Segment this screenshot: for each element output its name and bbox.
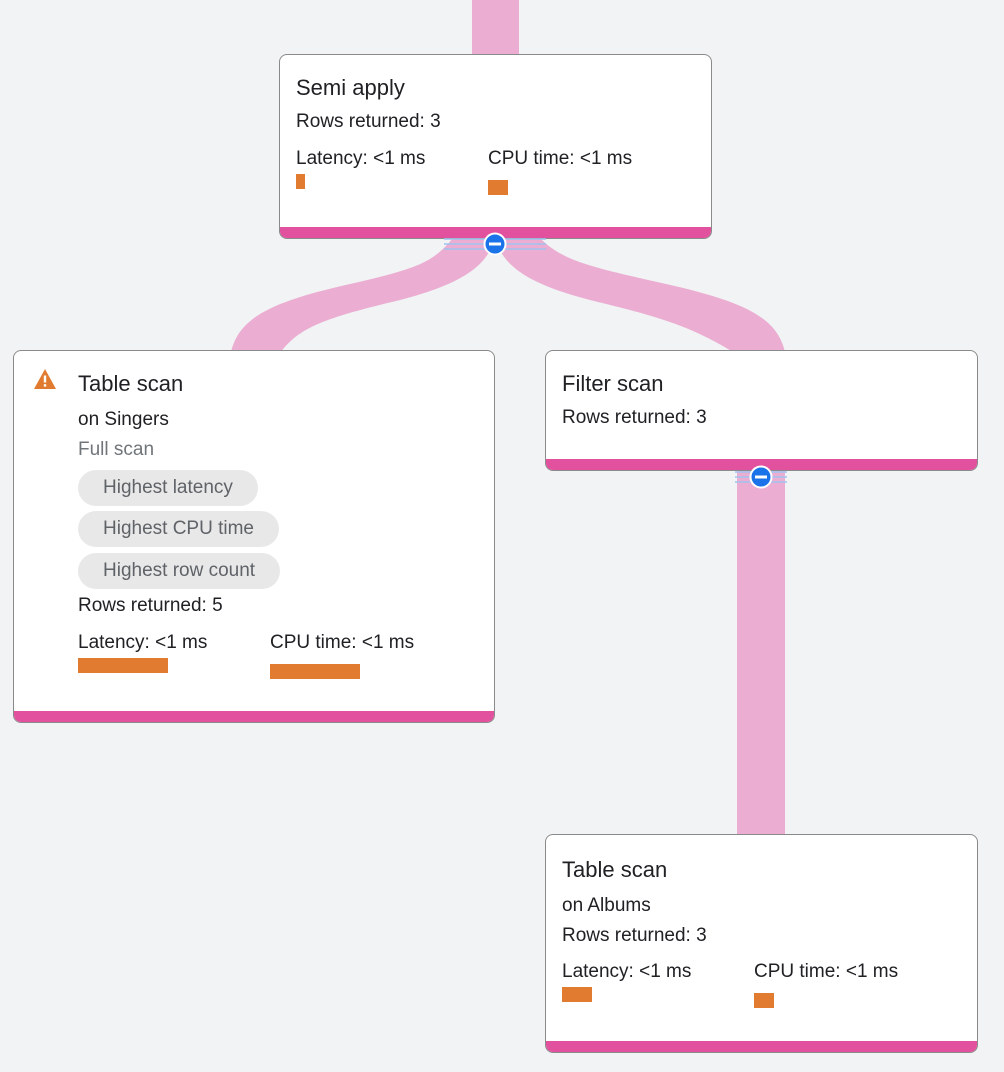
- chip-highest-latency: Highest latency: [78, 470, 258, 506]
- warning-triangle-icon: [34, 369, 56, 389]
- node-table-scan-albums[interactable]: Table scan on Albums Rows returned: 3 La…: [545, 834, 978, 1053]
- chip-highest-cpu-time: Highest CPU time: [78, 511, 279, 547]
- rows-returned: Rows returned: 5: [78, 595, 223, 616]
- node-accent-bar: [546, 1041, 977, 1052]
- cpu-time-label: CPU time: <1 ms: [270, 632, 415, 653]
- latency-bar: [296, 174, 305, 189]
- rows-returned: Rows returned: 3: [296, 111, 441, 132]
- rows-returned: Rows returned: 3: [562, 407, 707, 428]
- cpu-time-label: CPU time: <1 ms: [488, 148, 633, 169]
- chip-highest-row-count: Highest row count: [78, 553, 281, 589]
- node-accent-bar: [14, 711, 494, 722]
- node-filter-scan[interactable]: Filter scan Rows returned: 3: [545, 350, 978, 471]
- scan-type: Full scan: [78, 439, 155, 460]
- node-title: Filter scan: [562, 371, 664, 396]
- cpu-time-label: CPU time: <1 ms: [754, 961, 899, 982]
- edge-incoming: [472, 0, 519, 56]
- node-semi-apply[interactable]: Semi apply Rows returned: 3 Latency: <1 …: [279, 54, 712, 239]
- node-table-scan-singers[interactable]: Table scan on Singers Full scan Highest …: [13, 350, 495, 723]
- node-accent-bar: [280, 227, 711, 238]
- node-title: Semi apply: [296, 75, 405, 100]
- latency-bar: [78, 658, 168, 673]
- cpu-time-bar: [270, 664, 360, 679]
- edge-semi-apply-to-filter-scan: [495, 238, 785, 352]
- latency-label: Latency: <1 ms: [78, 632, 208, 653]
- minus-circle-icon: [735, 465, 787, 489]
- cpu-time-bar: [754, 993, 774, 1008]
- minus-circle-icon: [444, 232, 546, 256]
- cpu-time-bar: [488, 180, 508, 195]
- latency-label: Latency: <1 ms: [296, 148, 426, 169]
- rows-returned: Rows returned: 3: [562, 925, 707, 946]
- node-target: on Albums: [562, 895, 651, 916]
- node-title: Table scan: [78, 371, 184, 396]
- node-title: Table scan: [562, 857, 668, 882]
- edge-semi-apply-to-table-scan-singers: [231, 238, 495, 352]
- collapse-filter-scan-button[interactable]: [710, 465, 812, 489]
- latency-label: Latency: <1 ms: [562, 961, 692, 982]
- node-target: on Singers: [78, 409, 169, 430]
- collapse-semi-apply-button[interactable]: [444, 232, 546, 256]
- edge-filter-scan-to-table-scan-albums: [737, 469, 785, 837]
- node-accent-bar: [546, 459, 977, 470]
- latency-bar: [562, 987, 592, 1002]
